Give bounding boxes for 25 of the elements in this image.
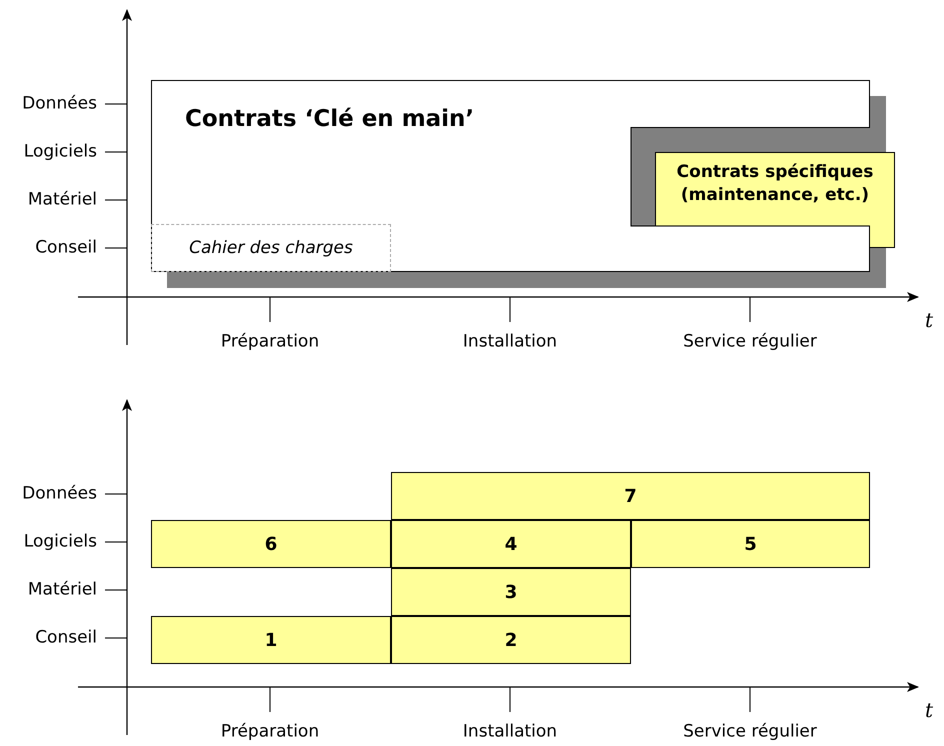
- axis-label: Logiciels: [24, 532, 97, 552]
- axis-label: Matériel: [28, 580, 97, 600]
- contract-block: 2: [391, 616, 631, 664]
- axis-label: Logiciels: [24, 142, 97, 162]
- axis-label: Données: [22, 94, 97, 114]
- axis-label: Service régulier: [683, 722, 817, 742]
- contract-block: 5: [631, 520, 870, 568]
- axis-label: Préparation: [220, 332, 320, 352]
- axis-label: Matériel: [28, 190, 97, 210]
- document-box: Cahier des charges: [151, 224, 391, 272]
- axis-label: Données: [22, 484, 97, 504]
- axis-label: Installation: [462, 722, 558, 742]
- contract-block: 1: [151, 616, 391, 664]
- contract-block: 3: [391, 568, 631, 616]
- axis-label: Conseil: [35, 628, 97, 648]
- axis-label: t: [924, 309, 934, 331]
- axis-label: Service régulier: [683, 332, 817, 352]
- axis-label: Conseil: [35, 238, 97, 258]
- contract-block: 7: [391, 472, 870, 520]
- contract-block: 4: [391, 520, 631, 568]
- axis-label: Installation: [462, 332, 558, 352]
- panel-title: Contrats ‘Clé en main’: [185, 106, 474, 132]
- axis-label: t: [924, 699, 934, 721]
- contract-block: 6: [151, 520, 391, 568]
- axis-label: Préparation: [220, 722, 320, 742]
